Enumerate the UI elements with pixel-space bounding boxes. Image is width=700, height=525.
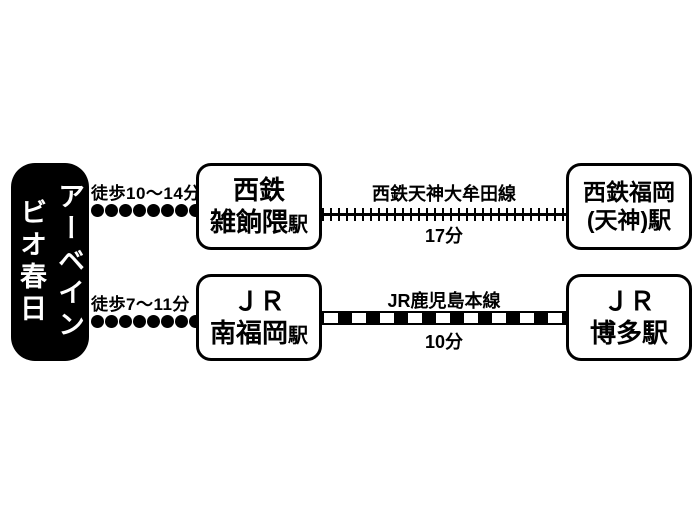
rail-duration-nishitetsu: 17分 [424,226,464,246]
property-name-badge: アーベイン ビオ春日 [11,163,89,361]
walk-dot [161,315,174,328]
station-name-line2: 雑餉隈駅 [209,206,308,237]
walk-dots-route2 [91,315,202,328]
station-name-line2: (天神)駅 [586,207,672,234]
walk-dot [91,315,104,328]
station-name-line2: 南福岡駅 [209,317,308,348]
property-name-line2: ビオ春日 [16,198,46,326]
property-name-vertical-text: アーベイン ビオ春日 [12,182,88,342]
rail-line-name-jr-kagoshima: JR鹿児島本線 [387,291,501,311]
walk-dot [175,315,188,328]
station-name-line1: ＪＲ [602,285,655,316]
walk-dot [147,204,160,217]
station-box-nishitetsu-fukuoka-tenjin: 西鉄福岡 (天神)駅 [566,163,692,250]
walk-dot [91,204,104,217]
property-name-line1: アーベイン [54,182,84,342]
station-suffix: 駅 [288,213,308,236]
nishitetsu-line-track [322,208,566,221]
station-box-nishitetsu-zasshonokuma: 西鉄 雑餉隈駅 [196,163,322,250]
walk-dot [147,315,160,328]
station-suffix: 駅 [288,324,308,347]
walk-time-label-route1: 徒歩10〜14分 [91,184,201,203]
walk-dot [119,315,132,328]
walk-dot [133,315,146,328]
walk-dot [133,204,146,217]
walk-dot [161,204,174,217]
walk-dots-route1 [91,204,202,217]
station-box-jr-hakata: ＪＲ 博多駅 [566,274,692,361]
walk-time-label-route2: 徒歩7〜11分 [91,295,190,314]
station-name-line2: 博多駅 [589,317,668,348]
rail-line-name-nishitetsu: 西鉄天神大牟田線 [372,184,516,204]
rail-duration-jr: 10分 [424,332,464,352]
station-name-line1: 西鉄福岡 [583,179,675,206]
walk-dot [105,204,118,217]
jr-line-track [322,311,566,325]
station-name-line1: 西鉄 [232,174,285,205]
station-name-line1: ＪＲ [232,285,285,316]
walk-dot [119,204,132,217]
walk-dot [175,204,188,217]
station-box-jr-minamifukuoka: ＪＲ 南福岡駅 [196,274,322,361]
walk-dot [105,315,118,328]
